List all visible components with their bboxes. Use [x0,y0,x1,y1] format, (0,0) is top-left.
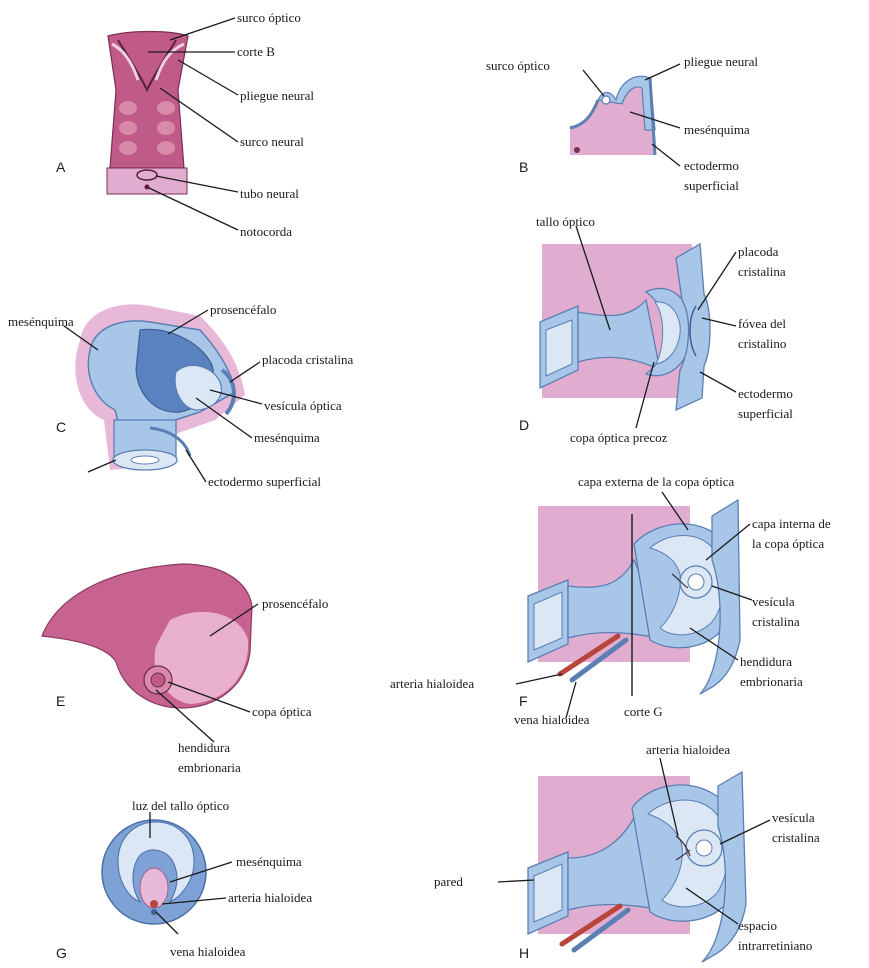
label-corte-g: corte G [624,704,663,719]
label-mesenquima-c2: mesénquima [254,430,320,445]
panel-g: luz del tallo óptico mesénquima arteria … [56,798,312,961]
label-surco-optico-a: surco óptico [237,10,301,25]
label-capa-externa: capa externa de la copa óptica [578,474,734,489]
label-hendidura-e: hendidura [178,740,230,755]
label-mesenquima-b: mesénquima [684,122,750,137]
label-notocorda: notocorda [240,224,292,239]
label-capa-interna-2: la copa óptica [752,536,824,551]
label-placoda-d: placoda [738,244,779,259]
panel-a: surco óptico corte B pliegue neural surc… [56,10,314,239]
label-vena-hialoidea-g: vena hialoidea [170,944,246,959]
panel-letter-f: F [519,693,528,709]
label-mesenquima-c1: mesénquima [8,314,74,329]
optic-cup-e-inner [151,673,165,687]
label-ectodermo-d: ectodermo [738,386,793,401]
label-mesenquima-g: mesénquima [236,854,302,869]
forebrain-e-highlight [155,612,248,704]
neural-tube-lumen [131,456,159,464]
somite [119,121,137,135]
panel-e: prosencéfalo copa óptica hendidura embri… [42,564,328,775]
label-hendidura-f: hendidura [740,654,792,669]
panel-d: tallo óptico placoda cristalina fóvea de… [519,214,793,445]
label-capa-interna-1: capa interna de [752,516,831,531]
label-prosencefalo-e: prosencéfalo [262,596,328,611]
panel-letter-e: E [56,693,65,709]
panel-letter-a: A [56,159,66,175]
label-cristalina-h: cristalina [772,830,820,845]
somite [157,121,175,135]
label-surco-optico-b: surco óptico [486,58,550,73]
lens-vesicle-core-f [688,574,704,590]
label-tallo-optico: tallo óptico [536,214,595,229]
notochord-b [574,147,580,153]
label-pliegue-neural-b: pliegue neural [684,54,758,69]
somite [119,141,137,155]
hyaloid-artery-g [150,900,158,908]
label-placoda-cristalina-c: placoda cristalina [262,352,354,367]
label-copa-optica-e: copa óptica [252,704,312,719]
panel-letter-h: H [519,945,529,961]
label-cristalina-f: cristalina [752,614,800,629]
notochord [145,185,150,190]
panel-letter-b: B [519,159,528,175]
label-cristalino-d: cristalino [738,336,786,351]
label-pared: pared [434,874,463,889]
label-tubo-neural: tubo neural [240,186,299,201]
lens-vesicle-core-h [696,840,712,856]
label-arteria-hialoidea-h: arteria hialoidea [646,742,730,757]
label-fovea-del: fóvea del [738,316,786,331]
label-prosencefalo-c: prosencéfalo [210,302,276,317]
label-superficial-d: superficial [738,406,793,421]
section-slab [107,168,187,194]
panel-letter-g: G [56,945,67,961]
label-surco-neural: surco neural [240,134,304,149]
somite [157,141,175,155]
panel-letter-d: D [519,417,529,433]
label-arteria-hialoidea-g: arteria hialoidea [228,890,312,905]
label-vesicula-optica: vesícula óptica [264,398,342,413]
optic-groove-b [602,96,610,104]
label-arteria-hialoidea-f: arteria hialoidea [390,676,474,691]
label-cristalina-d: cristalina [738,264,786,279]
panel-letter-c: C [56,419,66,435]
label-pliegue-neural-a: pliegue neural [240,88,314,103]
label-embrionaria-e: embrionaria [178,760,241,775]
label-superficial-b: superficial [684,178,739,193]
panel-b: surco óptico pliegue neural mesénquima e… [486,54,758,193]
label-ectodermo-b: ectodermo [684,158,739,173]
label-espacio: espacio [738,918,777,933]
label-vesicula-f: vesícula [752,594,795,609]
label-embrionaria-f: embrionaria [740,674,803,689]
panel-f: capa externa de la copa óptica capa inte… [390,474,831,727]
panel-c: mesénquima prosencéfalo placoda cristali… [8,302,354,489]
somite [119,101,137,115]
panel-h: arteria hialoidea vesícula cristalina pa… [434,742,820,962]
label-corte-b: corte B [237,44,275,59]
label-luz-tallo: luz del tallo óptico [132,798,229,813]
label-vena-hialoidea-f: vena hialoidea [514,712,590,727]
label-intrarretiniano: intrarretiniano [738,938,812,953]
somite [157,101,175,115]
label-ectodermo-superficial-c: ectodermo superficial [208,474,321,489]
label-copa-optica-precoz: copa óptica precoz [570,430,668,445]
label-vesicula-h: vesícula [772,810,815,825]
